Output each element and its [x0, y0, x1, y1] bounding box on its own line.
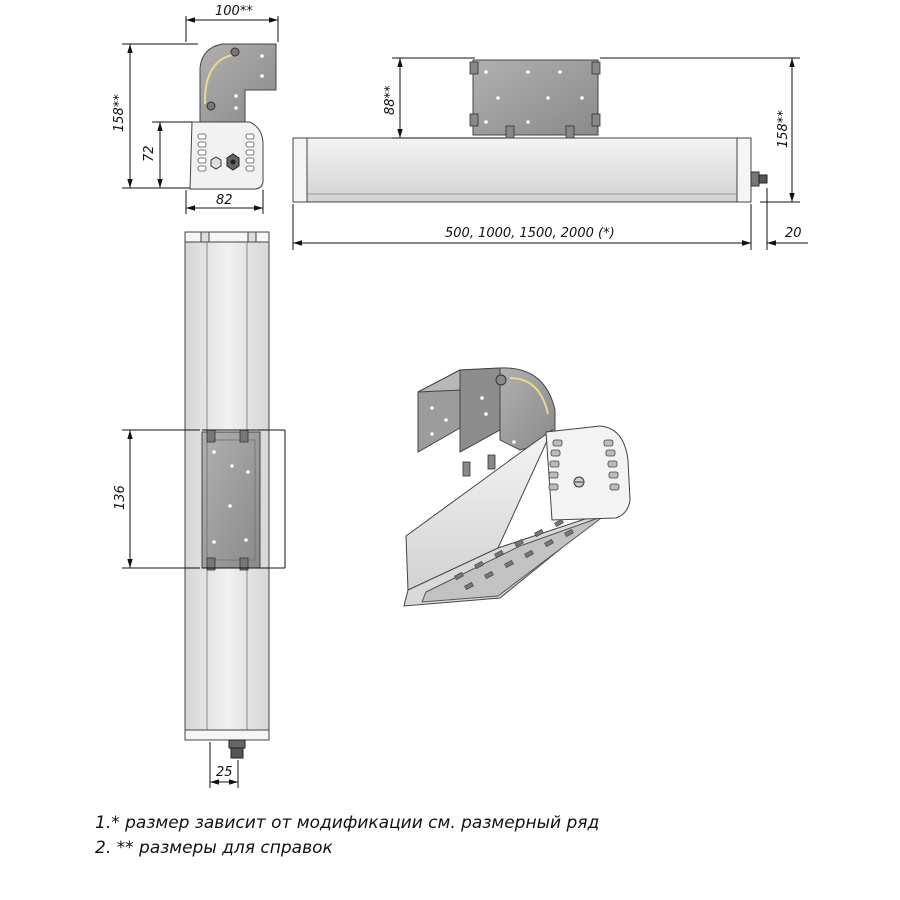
dim-top-width: 100** [215, 4, 253, 19]
end-view-hole [234, 94, 238, 98]
end-view-hole [234, 106, 238, 110]
side-view-bracket [472, 59, 599, 136]
end-view-hex-plug [210, 156, 222, 170]
side-view: 88** 158** 500, 1000, 1500, 2000 (*) 20 [292, 57, 808, 250]
dim-length: 500, 1000, 1500, 2000 (*) [445, 226, 615, 241]
iso-mount-side [459, 367, 501, 453]
end-view-bracket [199, 43, 277, 123]
end-view-bolt [230, 47, 240, 57]
dim-driver-height: 72 [142, 145, 157, 162]
footnote-2: 2. ** размеры для справок [95, 838, 333, 858]
dim-gland-offset: 25 [216, 765, 233, 780]
end-view: 100** 158** 72 82 [112, 4, 279, 214]
end-view-bracket-slot [203, 54, 233, 105]
end-view-vent-slots [197, 133, 255, 172]
plan-view: 136 25 [113, 231, 286, 788]
iso-vent-slots [548, 439, 620, 491]
footnote-1: 1.* размер зависит от модификации см. ра… [95, 813, 600, 833]
side-view-cable-gland [750, 171, 768, 187]
isometric-view [403, 367, 631, 607]
side-view-housing [292, 137, 752, 203]
plan-view-cable-gland [228, 739, 246, 759]
side-view-bolts [469, 61, 601, 139]
iso-led-strip [421, 515, 605, 603]
end-view-cap [189, 121, 264, 190]
dim-driver-width: 82 [216, 193, 233, 208]
dim-side-height: 158** [776, 110, 791, 148]
dim-mount-length: 136 [113, 485, 128, 510]
dim-cap-offset: 20 [785, 226, 802, 241]
end-view-bolt [206, 101, 216, 111]
iso-end-cap [545, 425, 631, 521]
iso-led-array [454, 509, 584, 590]
end-view-hole [260, 54, 264, 58]
dim-bracket-height: 88** [383, 85, 398, 115]
end-view-hole [260, 74, 264, 78]
plan-view-mount-plate [201, 431, 261, 569]
dim-total-height: 158** [112, 94, 127, 132]
